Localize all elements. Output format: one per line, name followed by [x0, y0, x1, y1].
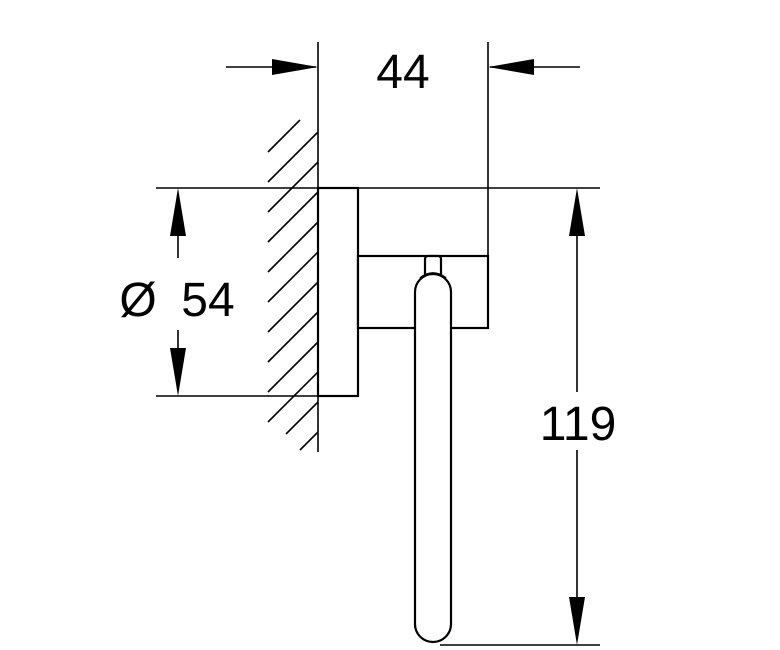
towel-ring — [413, 272, 453, 644]
depth-label: 44 — [376, 46, 429, 99]
height-label: 119 — [540, 398, 617, 451]
height-dimension: 119 — [540, 188, 617, 645]
diameter-symbol: Ø — [119, 274, 156, 327]
depth-dimension: 44 — [226, 46, 580, 99]
diameter-label: 54 — [181, 274, 234, 327]
wall-rosette — [316, 186, 360, 398]
wall-hatching — [267, 119, 319, 451]
diameter-dimension: Ø 54 — [119, 188, 235, 396]
ring-joint — [419, 272, 447, 279]
